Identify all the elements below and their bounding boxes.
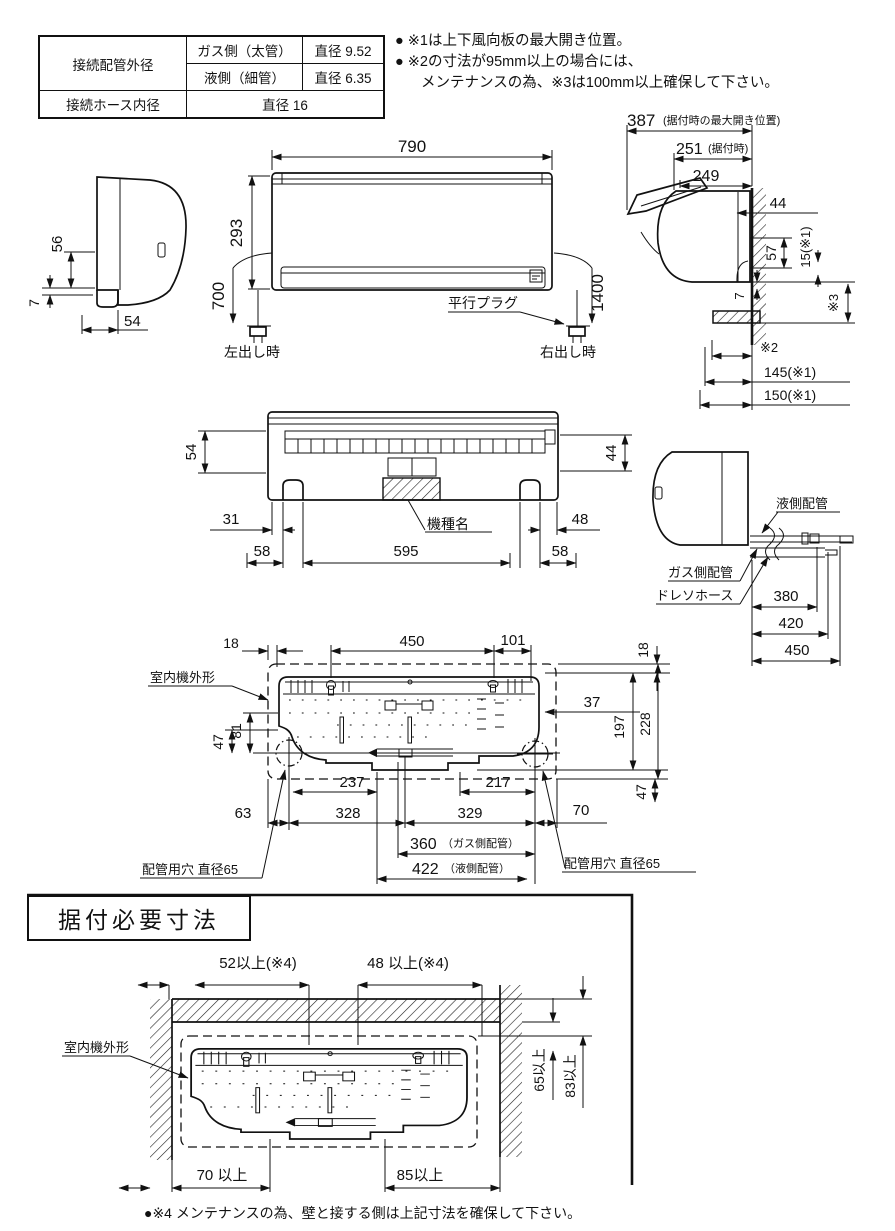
dim-70min: 70 以上 <box>197 1167 248 1184</box>
install-title: 据付必要寸法 <box>27 895 251 941</box>
wall-side-view: 387 (据付時の最大開き位置) 251 (据付時) 249 44 57 15(… <box>626 111 855 410</box>
dim-360: 360 <box>410 836 437 853</box>
right-exit-label: 右出し時 <box>540 344 596 360</box>
dim-790: 790 <box>398 137 426 156</box>
dim-387: 387 <box>627 111 655 130</box>
dim-700: 700 <box>209 282 228 310</box>
dim-101: 101 <box>500 632 525 649</box>
spec-liquid-dia: 直径 6.35 <box>302 63 385 91</box>
piping-side-view: 液側配管 ガス側配管 ドレソホース 380 420 450 <box>652 451 854 666</box>
dim-58-left: 58 <box>254 543 271 560</box>
dim-293: 293 <box>227 219 246 247</box>
note-line-3: メンテナンスの為、※3は100mm以上確保して下さい。 <box>421 75 779 91</box>
unit-outline-label: 室内機外形 <box>150 670 215 685</box>
dim-228: 228 <box>637 712 653 736</box>
dim-450-plate: 450 <box>399 633 424 650</box>
dim-48: 48 <box>572 511 589 528</box>
dim-54: 54 <box>124 313 141 330</box>
install-unit-outline-label: 室内機外形 <box>64 1040 129 1055</box>
dim-85min: 85以上 <box>397 1167 444 1184</box>
dim-251-note: (据付時) <box>708 141 748 155</box>
spec-pipe-outer: 接続配管外径 <box>38 35 187 91</box>
front-view: 790 293 700 1400 左出し時 右出し時 平行プラグ <box>209 137 607 360</box>
dim-7: 7 <box>26 299 42 307</box>
dim-56: 56 <box>49 236 66 253</box>
dim-145: 145(※1) <box>764 364 816 380</box>
spec-gas-side: ガス側（太管） <box>186 35 303 64</box>
dim-329: 329 <box>457 805 482 822</box>
dim-48min: 48 以上(※4) <box>367 955 449 972</box>
dim-15: 15(※1) <box>798 226 813 267</box>
left-exit-label: 左出し時 <box>224 344 280 360</box>
mounting-plate-view: 室内機外形 18 450 101 18 47 81 37 197 228 47 … <box>140 632 696 884</box>
dim-52min: 52以上(※4) <box>219 955 297 972</box>
dim-360-note: （ガス側配管） <box>442 836 519 850</box>
dim-63: 63 <box>235 805 252 822</box>
dim-595: 595 <box>393 543 418 560</box>
dim-7-wall: 7 <box>732 292 747 299</box>
dim-44: 44 <box>770 195 787 212</box>
left-side-view: 56 7 54 <box>26 176 187 334</box>
dim-81: 81 <box>228 723 244 739</box>
dim-70-plate: 70 <box>573 802 590 819</box>
note-line-1: ● ※1は上下風向板の最大開き位置。 <box>395 33 631 49</box>
bottom-view: 機種名 54 44 31 48 58 595 58 <box>183 411 632 568</box>
note-line-2: ● ※2の寸法が95mm以上の場合には、 <box>395 54 643 70</box>
model-name-plate <box>382 477 441 501</box>
dim-450: 450 <box>784 642 809 659</box>
dim-380: 380 <box>773 588 798 605</box>
dim-54-bottom: 54 <box>183 444 200 461</box>
dim-47-low: 47 <box>633 784 649 800</box>
dim-197: 197 <box>611 715 627 739</box>
dim-47: 47 <box>210 734 226 750</box>
dim-217: 217 <box>485 774 510 791</box>
pipe-spec-table: 接続配管外径 ガス側（太管） 直径 9.52 液側（細管） 直径 6.35 接続… <box>38 35 385 119</box>
dim-37: 37 <box>584 694 601 711</box>
dim-251: 251 <box>676 141 703 158</box>
spec-liquid-side: 液側（細管） <box>186 63 303 91</box>
install-note: ●※4 メンテナンスの為、壁と接する側は上記寸法を確保して下さい。 <box>144 1205 582 1221</box>
pipe-hole-left-label: 配管用穴 直径65 <box>142 862 238 877</box>
spec-gas-dia: 直径 9.52 <box>302 35 385 64</box>
dim-328: 328 <box>335 805 360 822</box>
parallel-plug-label: 平行プラグ <box>448 295 518 311</box>
dim-s3: ※3 <box>826 294 841 312</box>
dim-s2: ※2 <box>760 340 778 355</box>
dim-420: 420 <box>778 615 803 632</box>
dim-57: 57 <box>763 245 779 261</box>
dim-65min: 65以上 <box>531 1048 547 1092</box>
install-section: 室内機外形 52以上(※4) 48 以上(※4) 65以上 83以上 70 以上… <box>27 893 634 1192</box>
dim-58-right: 58 <box>552 543 569 560</box>
dim-237: 237 <box>339 774 364 791</box>
dim-387-note: (据付時の最大開き位置) <box>663 113 780 127</box>
dim-44-bottom: 44 <box>603 445 620 462</box>
model-name-label: 機種名 <box>427 516 469 532</box>
drain-hose-label: ドレソホース <box>656 588 733 603</box>
dim-83min: 83以上 <box>562 1054 578 1098</box>
liquid-pipe-label: 液側配管 <box>776 496 828 511</box>
top-notes: ● ※1は上下風向板の最大開き位置。 ● ※2の寸法が95mm以上の場合には、 … <box>395 31 779 94</box>
spec-hose-inner: 接続ホース内径 <box>38 90 187 119</box>
spec-hose-dia: 直径 16 <box>186 90 385 119</box>
dim-249: 249 <box>693 168 720 185</box>
dim-150: 150(※1) <box>764 387 816 403</box>
pipe-hole-right-label: 配管用穴 直径65 <box>564 856 660 871</box>
dim-1400: 1400 <box>588 274 607 312</box>
dim-18-right: 18 <box>635 642 651 658</box>
dim-31: 31 <box>223 511 240 528</box>
dim-18-left: 18 <box>223 635 239 651</box>
dim-422: 422 <box>412 861 439 878</box>
gas-pipe-label: ガス側配管 <box>668 565 733 580</box>
dim-422-note: （液側配管） <box>444 861 510 875</box>
